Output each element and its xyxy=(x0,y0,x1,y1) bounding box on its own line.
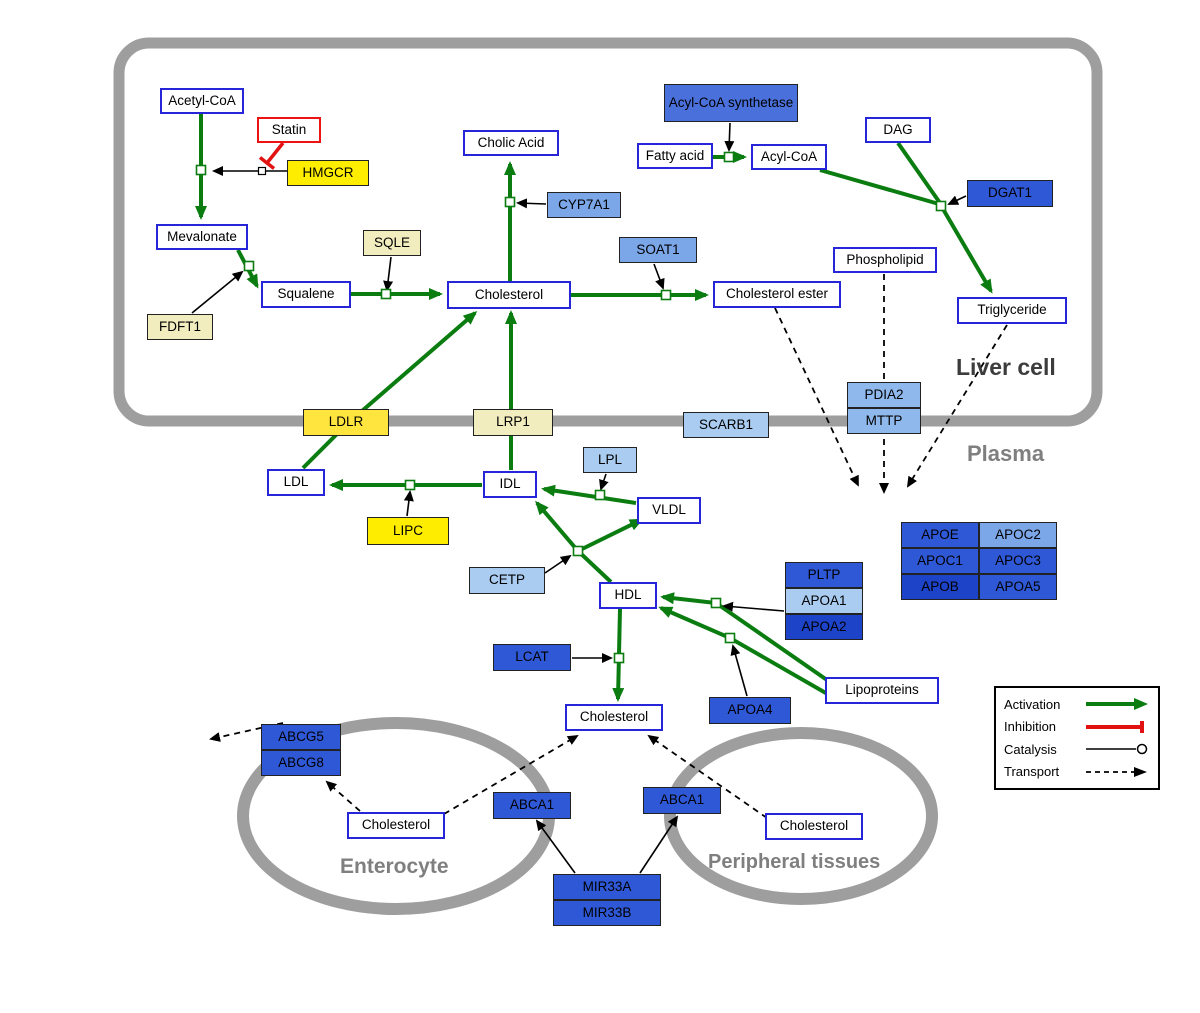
node-dgat1[interactable]: DGAT1 xyxy=(967,180,1053,207)
node-hmgcr[interactable]: HMGCR xyxy=(287,160,369,186)
node-apoc2[interactable]: APOC2 xyxy=(979,522,1057,548)
catalysis-anchor-node xyxy=(257,166,267,176)
legend-catalysis: Catalysis xyxy=(1004,739,1150,759)
node-cyp7a1[interactable]: CYP7A1 xyxy=(547,192,621,218)
reaction-nodes xyxy=(195,151,947,664)
legend-activation: Activation xyxy=(1004,694,1150,714)
node-cholic-acid[interactable]: Cholic Acid xyxy=(463,130,559,156)
node-cholesterol-liver[interactable]: Cholesterol xyxy=(447,281,571,309)
liver-cell-membrane xyxy=(113,37,1103,427)
node-abcg8[interactable]: ABCG8 xyxy=(261,750,341,776)
inhibition-tbar-icon xyxy=(1086,720,1144,733)
legend-activation-label: Activation xyxy=(1004,696,1061,712)
node-mir33a[interactable]: MIR33A xyxy=(553,874,661,900)
peripheral-tissues-label: Peripheral tissues xyxy=(708,851,881,873)
plasma-label: Plasma xyxy=(967,441,1045,466)
node-mttp[interactable]: MTTP xyxy=(847,408,921,434)
liver-cell-label: Liver cell xyxy=(956,354,1056,380)
node-fatty-acid[interactable]: Fatty acid xyxy=(637,143,713,169)
legend-catalysis-label: Catalysis xyxy=(1004,741,1057,757)
node-dag[interactable]: DAG xyxy=(865,117,931,143)
node-hdl[interactable]: HDL xyxy=(599,582,657,609)
node-mevalonate[interactable]: Mevalonate xyxy=(156,224,248,250)
node-apoa1[interactable]: APOA1 xyxy=(785,588,863,614)
legend-inhibition: Inhibition xyxy=(1004,717,1150,737)
node-mir33b[interactable]: MIR33B xyxy=(553,900,661,926)
node-apoa2[interactable]: APOA2 xyxy=(785,614,863,640)
node-cetp[interactable]: CETP xyxy=(469,567,545,594)
node-soat1[interactable]: SOAT1 xyxy=(619,237,697,263)
node-vldl[interactable]: VLDL xyxy=(637,497,701,524)
node-ldlr[interactable]: LDLR xyxy=(303,409,389,436)
enterocyte-label: Enterocyte xyxy=(340,855,449,878)
node-acyl-coa[interactable]: Acyl-CoA xyxy=(751,144,827,170)
node-acetyl-coa[interactable]: Acetyl-CoA xyxy=(160,88,244,114)
node-abca1-peripheral[interactable]: ABCA1 xyxy=(643,787,721,814)
node-triglyceride[interactable]: Triglyceride xyxy=(957,297,1067,324)
node-abca1-enterocyte[interactable]: ABCA1 xyxy=(493,792,571,819)
node-lipc[interactable]: LIPC xyxy=(367,517,449,545)
node-apoa5[interactable]: APOA5 xyxy=(979,574,1057,600)
node-idl[interactable]: IDL xyxy=(483,471,537,498)
legend-transport-label: Transport xyxy=(1004,764,1060,780)
node-apoc3[interactable]: APOC3 xyxy=(979,548,1057,574)
transport-edges xyxy=(209,274,1008,819)
node-fdft1[interactable]: FDFT1 xyxy=(147,314,213,340)
node-cholesterol-plasma[interactable]: Cholesterol xyxy=(565,704,663,731)
node-pdia2[interactable]: PDIA2 xyxy=(847,382,921,408)
node-cholesterol-enterocyte[interactable]: Cholesterol xyxy=(347,812,445,839)
legend-transport: Transport xyxy=(1004,762,1150,782)
node-lcat[interactable]: LCAT xyxy=(493,644,571,671)
node-squalene[interactable]: Squalene xyxy=(261,281,351,308)
node-apoa4[interactable]: APOA4 xyxy=(709,697,791,724)
node-lipoproteins[interactable]: Lipoproteins xyxy=(825,677,939,704)
legend-box: Activation Inhibition Catalysis Transpor… xyxy=(994,686,1160,790)
node-phospholipid[interactable]: Phospholipid xyxy=(833,247,937,273)
activation-arrow-icon xyxy=(1086,698,1148,710)
node-apoc1[interactable]: APOC1 xyxy=(901,548,979,574)
node-cholesterol-ester[interactable]: Cholesterol ester xyxy=(713,281,841,308)
transport-dashed-arrow-icon xyxy=(1086,766,1147,777)
legend-inhibition-label: Inhibition xyxy=(1004,719,1057,735)
catalysis-circle-icon xyxy=(1086,744,1148,755)
node-apoe[interactable]: APOE xyxy=(901,522,979,548)
node-lrp1[interactable]: LRP1 xyxy=(473,409,553,436)
catalysis-edges xyxy=(191,122,967,874)
node-cholesterol-peripheral[interactable]: Cholesterol xyxy=(765,813,863,840)
node-sqle[interactable]: SQLE xyxy=(363,230,421,256)
node-acyl-coa-synthetase[interactable]: Acyl-CoA synthetase xyxy=(664,84,798,122)
node-statin[interactable]: Statin xyxy=(257,117,321,143)
node-abcg5[interactable]: ABCG5 xyxy=(261,724,341,750)
node-lpl[interactable]: LPL xyxy=(583,447,637,473)
node-scarb1[interactable]: SCARB1 xyxy=(683,412,769,438)
node-ldl[interactable]: LDL xyxy=(267,469,325,496)
inhibition-edge xyxy=(258,141,285,170)
node-apob[interactable]: APOB xyxy=(901,574,979,600)
node-pltp[interactable]: PLTP xyxy=(785,562,863,588)
